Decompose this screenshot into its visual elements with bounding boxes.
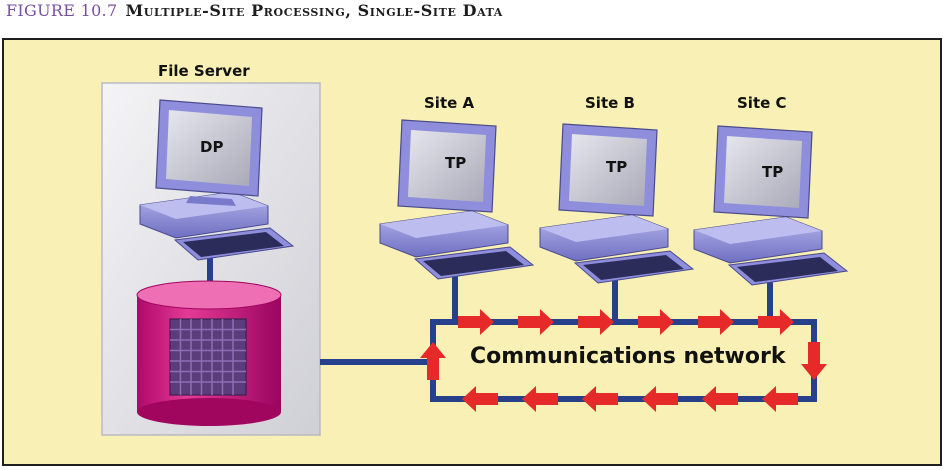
database-bottom xyxy=(137,398,281,426)
arrow-left-1 xyxy=(762,386,798,412)
site-a-label: Site A xyxy=(424,94,475,112)
site-b-case-top xyxy=(540,215,668,242)
site-a-screen xyxy=(408,130,486,202)
arrow-up xyxy=(420,342,446,380)
arrow-right-3 xyxy=(578,309,614,335)
site-c-screen-label: TP xyxy=(762,163,784,181)
arrow-left-4 xyxy=(582,386,618,412)
arrow-left-2 xyxy=(702,386,738,412)
site-c-computer xyxy=(693,125,849,286)
arrow-left-3 xyxy=(642,386,678,412)
site-a-screen-label: TP xyxy=(445,154,467,172)
site-c-keyboard-keys xyxy=(737,257,838,282)
database-grid-lines xyxy=(170,319,246,395)
figure-number: FIGURE 10.7 xyxy=(6,1,118,20)
site-a-keyboard-keys xyxy=(423,251,524,276)
arrow-right-4 xyxy=(638,309,674,335)
database-grid xyxy=(169,318,247,396)
figure-title: Multiple-Site Processing, Single-Site Da… xyxy=(125,1,503,20)
database-cylinder xyxy=(136,280,282,426)
site-b-computer xyxy=(539,123,695,284)
site-b-screen xyxy=(569,134,647,206)
arrow-right-1 xyxy=(458,309,494,335)
site-b-screen-label: TP xyxy=(606,158,628,176)
network-arrows xyxy=(420,309,827,412)
server-screen-label: DP xyxy=(200,138,224,156)
arrow-left-6 xyxy=(462,386,498,412)
site-b-keyboard-keys xyxy=(583,255,684,280)
server-case-top xyxy=(140,192,268,219)
site-a-computer xyxy=(379,119,535,280)
site-c-label: Site C xyxy=(737,94,787,112)
server-computer xyxy=(139,99,295,261)
site-a-case-top xyxy=(380,211,508,238)
database-top xyxy=(136,280,282,310)
server-screen xyxy=(166,110,252,186)
network-label: Communications network xyxy=(470,344,786,369)
arrow-left-5 xyxy=(522,386,558,412)
site-c-screen xyxy=(724,136,802,208)
file-server-label: File Server xyxy=(158,62,250,80)
server-keyboard-keys xyxy=(183,232,284,257)
arrow-right-6 xyxy=(758,309,794,335)
arrow-right-5 xyxy=(698,309,734,335)
figure-caption: FIGURE 10.7 Multiple-Site Processing, Sin… xyxy=(6,1,503,23)
arrow-down xyxy=(801,342,827,380)
site-b-label: Site B xyxy=(585,94,635,112)
site-c-case-top xyxy=(694,217,822,244)
arrow-right-2 xyxy=(518,309,554,335)
server-monitor-stand xyxy=(186,196,236,206)
